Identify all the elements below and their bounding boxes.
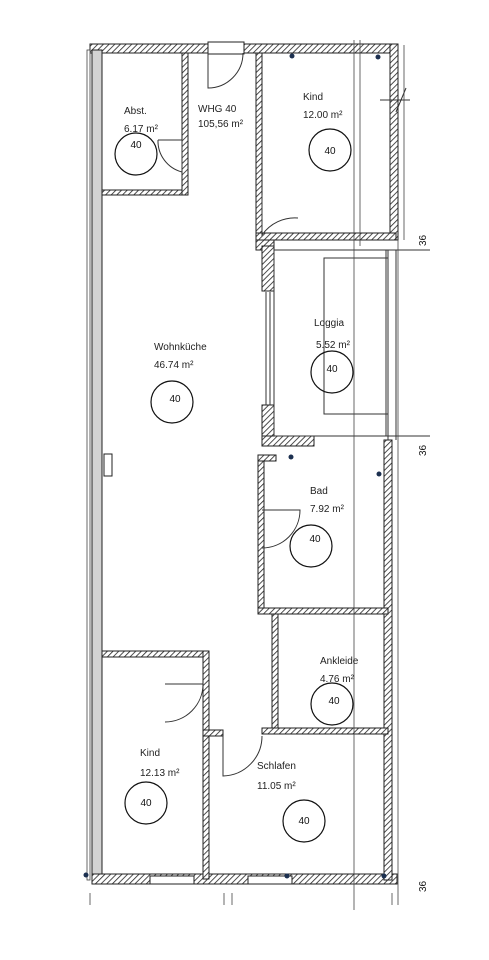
room-schlafen: Schlafen 11.05 m² 40 [257,761,326,843]
apartment-area: 105,56 m² [198,119,244,130]
room-name: Kind [303,92,323,103]
room-tag-circle [124,781,168,825]
room-tag-circle [150,380,194,424]
room-area: 5.52 m² [316,340,351,351]
room-tag-circle [289,524,333,568]
dimension-label: 36 [418,444,429,456]
room-tag: 40 [298,816,310,827]
room-name: Schlafen [257,761,296,772]
room-wohnkueche: Wohnküche 46.74 m² 40 [150,342,207,424]
room-area: 12.13 m² [140,768,180,779]
room-tag: 40 [140,798,152,809]
dimension-label: 36 [418,880,429,892]
room-area: 11.05 m² [257,781,296,792]
room-abst: Abst. 6.17 m² 40 [114,106,159,176]
room-tag: 40 [328,696,340,707]
dimension-label: 36 [418,234,429,246]
interior-walls [101,52,397,880]
room-loggia: Loggia 5.52 m² 40 [310,318,354,394]
exterior-walls [86,41,399,885]
room-tag: 40 [324,146,336,157]
room-area: 12.00 m² [303,110,343,121]
loggia-structure [265,249,430,440]
room-area: 4.76 m² [320,674,355,685]
room-area: 6.17 m² [124,124,159,135]
room-area: 46.74 m² [154,360,194,371]
apartment-name: WHG 40 [198,104,237,115]
room-name: Loggia [314,318,344,329]
room-name: Wohnküche [154,342,207,353]
room-tag-circle [310,350,354,394]
room-bad: Bad 7.92 m² 40 [289,486,345,568]
room-kind-bottom: Kind 12.13 m² 40 [124,748,180,825]
room-name: Abst. [124,106,147,117]
room-name: Bad [310,486,328,497]
room-tag: 40 [309,534,321,545]
room-label-apartment: WHG 40 105,56 m² [198,104,244,130]
door-swings [157,52,410,777]
room-ankleide: Ankleide 4.76 m² 40 [310,656,359,726]
room-kind-top: Kind 12.00 m² 40 [303,92,352,172]
room-tag: 40 [130,140,142,151]
detail-dots [83,53,387,879]
room-name: Kind [140,748,160,759]
room-tag: 40 [169,394,181,405]
room-tag-circle [114,132,158,176]
room-tag: 40 [326,364,338,375]
room-tag-circle [308,128,352,172]
room-name: Ankleide [320,656,359,667]
room-area: 7.92 m² [310,504,345,515]
reference-lines [89,40,405,910]
room-tag-circle [282,799,326,843]
room-tag-circle [310,682,354,726]
